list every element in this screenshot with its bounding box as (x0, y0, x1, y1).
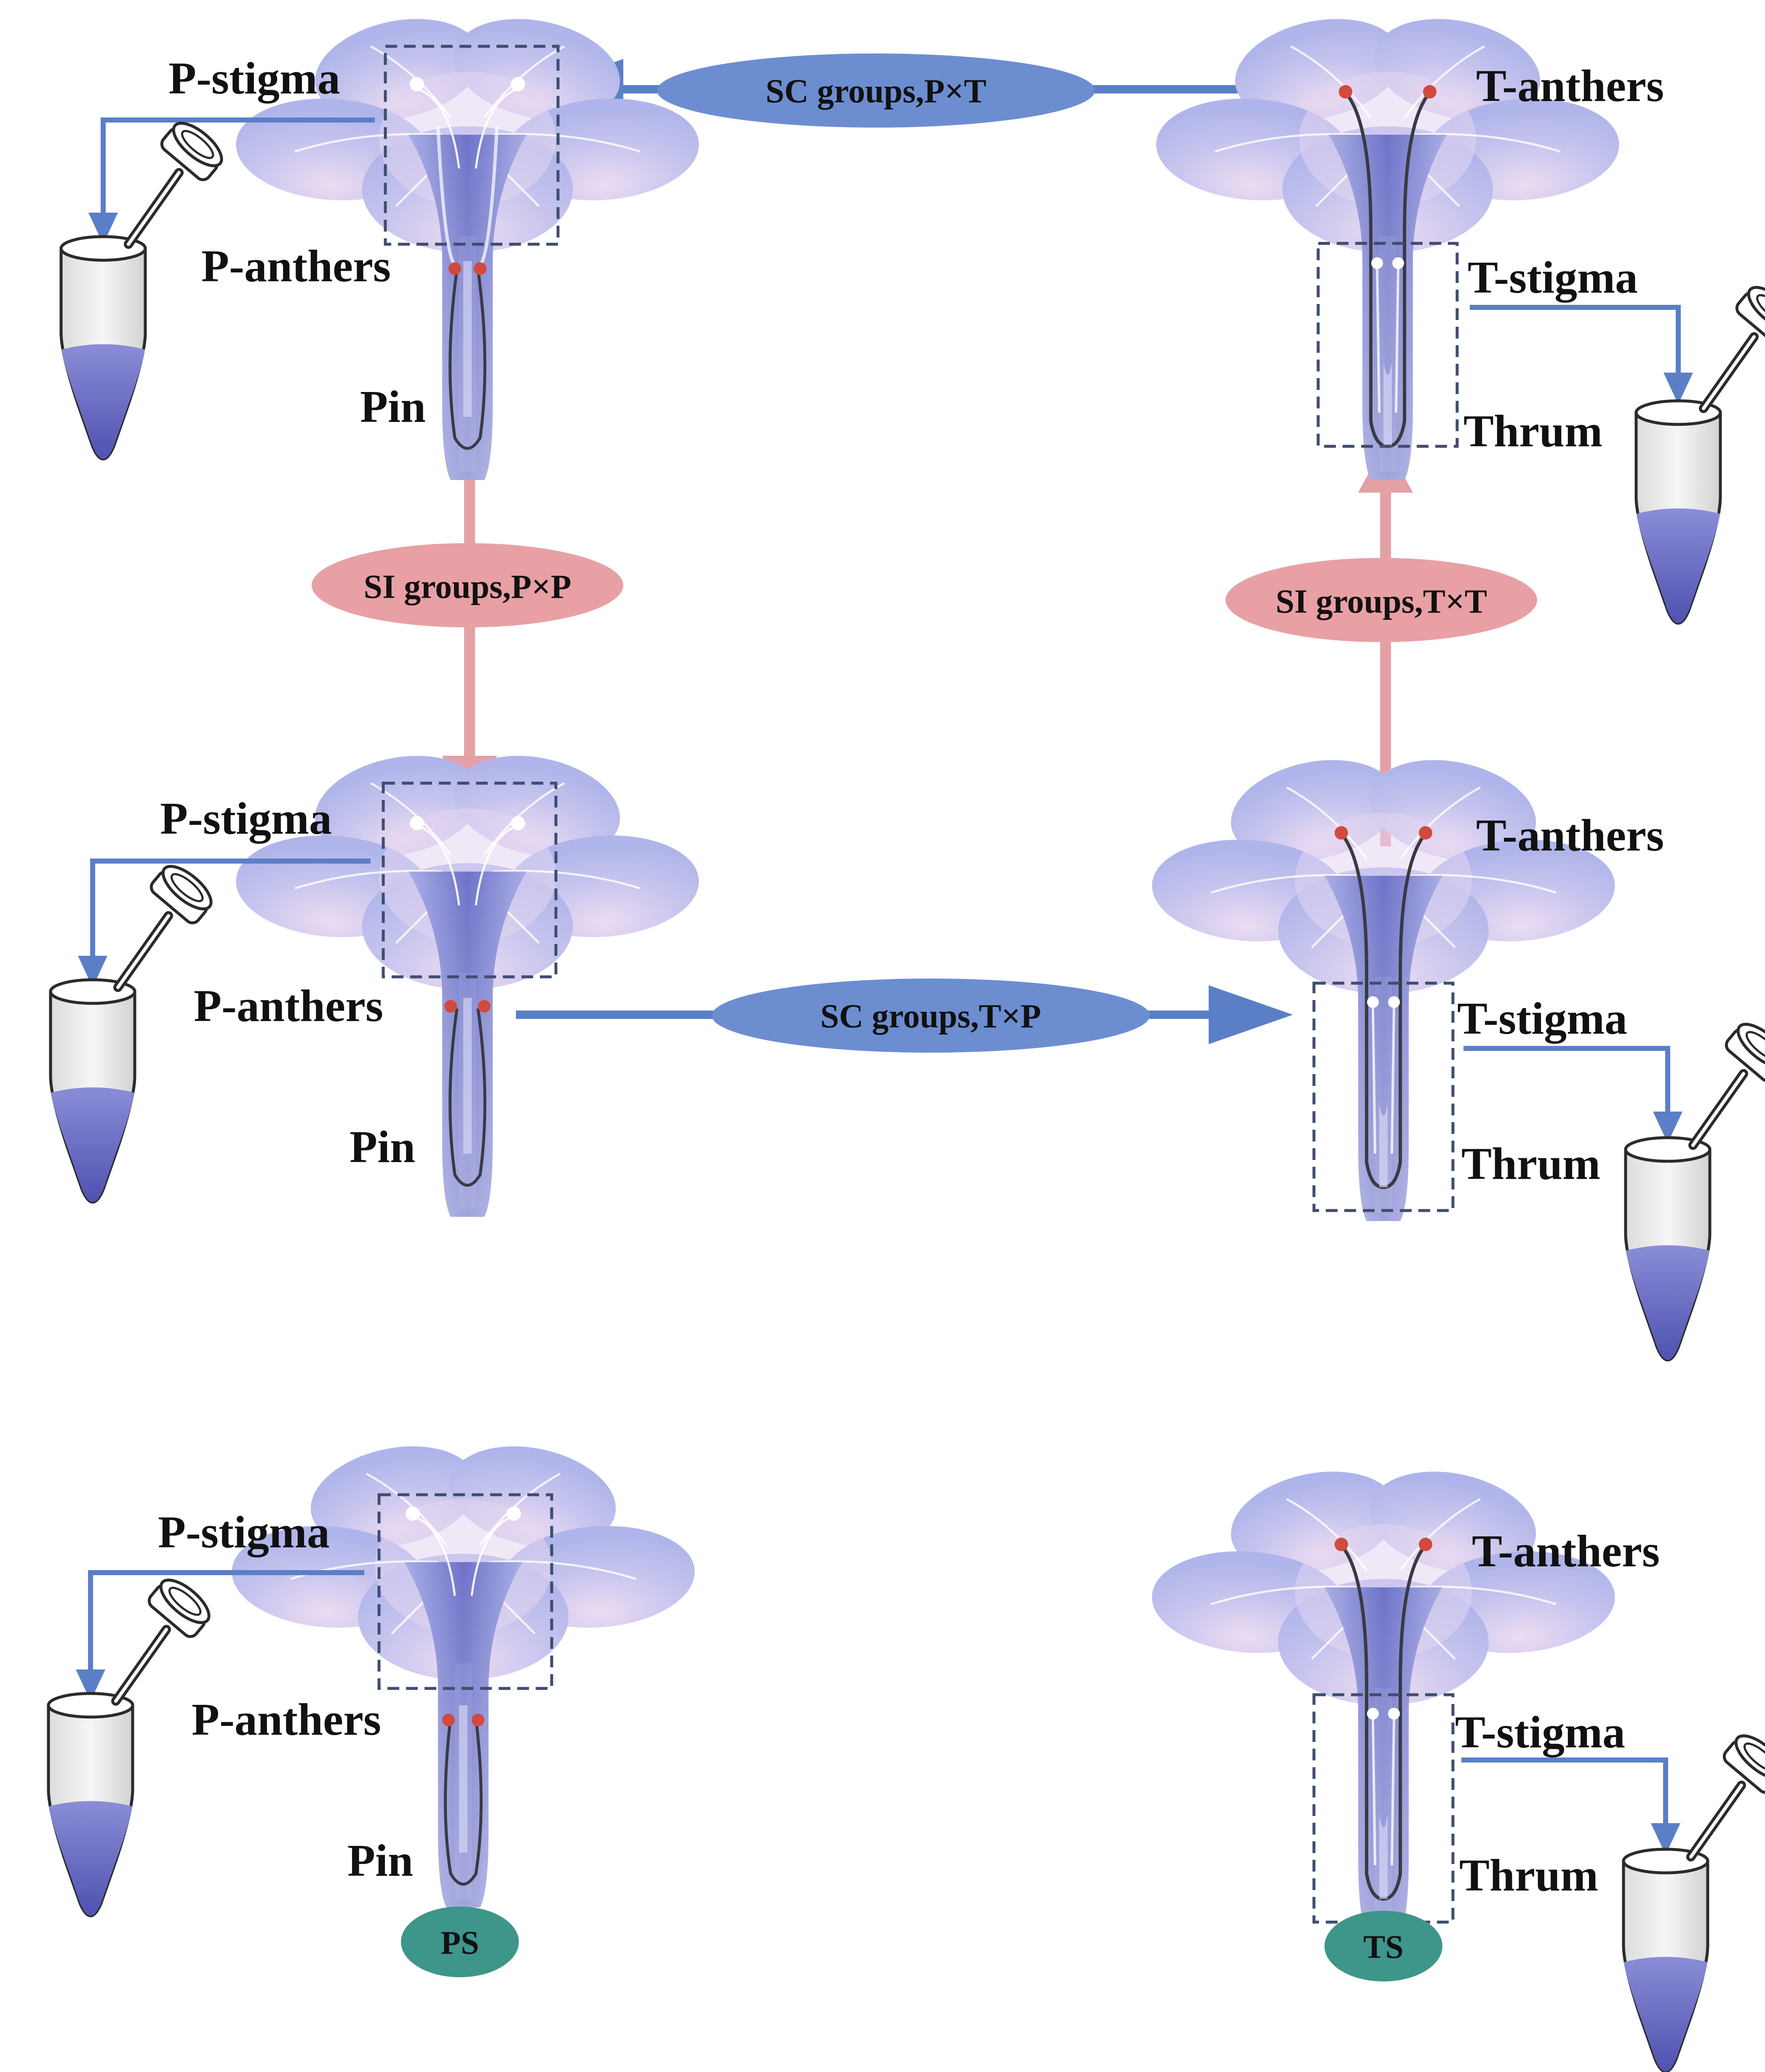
thrum-bottom-stigma-left (1367, 1708, 1379, 1720)
ts-badge: TS (1324, 1911, 1442, 1981)
pin-top-morph-label: Pin (360, 382, 426, 432)
pin-bottom-sample-tube (48, 1573, 216, 1916)
thrum-top-sample-tube (1636, 280, 1765, 623)
thrum-middle-anther-right (1419, 826, 1432, 840)
thrum-middle-stigma-label: T-stigma (1457, 994, 1627, 1044)
thrum-bottom-collection-arrow (1461, 1757, 1680, 1855)
thrum-flower-middle (1148, 746, 1618, 1221)
sc-txp-label: SC groups,T×P (820, 998, 1041, 1035)
thrum-bottom-stigma-label: T-stigma (1455, 1707, 1625, 1757)
thrum-middle-morph-label: Thrum (1461, 1139, 1600, 1189)
thrum-top-stigma-right (1392, 257, 1404, 269)
thrum-bottom-morph-label: Thrum (1459, 1851, 1598, 1901)
pin-top-collection-arrow (88, 117, 375, 244)
si-txt-oval: SI groups,T×T (1226, 558, 1537, 642)
pin-middle-morph-label: Pin (350, 1122, 415, 1172)
pin-bottom-anther-right (472, 1714, 484, 1726)
si-pxp-oval: SI groups,P×P (312, 543, 623, 627)
pin-top-anther-right (474, 262, 486, 275)
si-txt-label: SI groups,T×T (1276, 583, 1487, 620)
pin-middle-sample-tube (51, 859, 218, 1202)
thrum-top-morph-label: Thrum (1463, 406, 1602, 456)
thrum-bottom-anther-left (1335, 1538, 1348, 1551)
pin-flower-bottom (228, 1432, 698, 1907)
pin-top-stigma-left (410, 77, 424, 91)
ps-badge: PS (401, 1907, 519, 1977)
thrum-bottom-sample-tube (1623, 1728, 1765, 2072)
thrum-top-stigma-box (1316, 242, 1459, 448)
pin-flower-top (232, 5, 702, 480)
thrum-middle-stigma-box (1312, 981, 1455, 1212)
thrum-middle-stigma-right (1388, 996, 1400, 1008)
pin-top-stigma-right (511, 77, 525, 91)
thrum-top-stigma-left (1371, 257, 1383, 269)
pin-bottom-stigma-right (507, 1507, 521, 1521)
thrum-flower-top (1153, 5, 1623, 480)
pin-middle-stigma-left (410, 816, 424, 830)
sc-pxt-label: SC groups,P×T (766, 73, 986, 110)
thrum-top-anther-left (1339, 85, 1352, 99)
pin-bottom-stigma-label: P-stigma (158, 1507, 330, 1557)
pin-bottom-anthers-label: P-anthers (192, 1695, 381, 1745)
pin-bottom-morph-label: Pin (347, 1836, 413, 1886)
pin-middle-stigma-box (382, 781, 558, 979)
thrum-bottom-anther-right (1419, 1538, 1432, 1551)
pin-middle-collection-arrow (78, 859, 371, 987)
sc-txp-oval: SC groups,T×P (712, 979, 1150, 1053)
sc-pxt-oval: SC groups,P×T (657, 53, 1095, 128)
thrum-top-stigma-label: T-stigma (1468, 253, 1638, 303)
si-pxp-label: SI groups,P×P (363, 568, 571, 605)
pin-middle-stigma-label: P-stigma (160, 794, 332, 844)
thrum-bottom-stigma-right (1388, 1708, 1400, 1720)
pin-middle-anther-left (444, 1000, 457, 1013)
pin-bottom-stigma-box (377, 1493, 553, 1690)
thrum-top-anther-right (1423, 85, 1437, 99)
thrum-middle-anthers-label: T-anthers (1476, 811, 1664, 861)
pin-middle-stigma-right (511, 816, 525, 830)
thrum-middle-anther-left (1335, 826, 1348, 840)
ps-badge-label: PS (441, 1924, 479, 1961)
thrum-middle-collection-arrow (1463, 1046, 1682, 1143)
thrum-bottom-anthers-label: T-anthers (1472, 1526, 1660, 1576)
thrum-top-anthers-label: T-anthers (1476, 61, 1664, 111)
pin-bottom-collection-arrow (76, 1570, 364, 1701)
pin-top-anthers-label: P-anthers (201, 241, 391, 291)
thrum-middle-stigma-left (1367, 996, 1379, 1008)
pin-bottom-anther-left (442, 1714, 455, 1726)
pin-bottom-stigma-left (406, 1507, 420, 1521)
pin-top-anther-left (449, 262, 461, 275)
thrum-middle-sample-tube (1626, 1017, 1765, 1360)
thrum-top-collection-arrow (1470, 305, 1693, 404)
pin-middle-anther-right (478, 1000, 491, 1013)
pin-top-stigma-label: P-stigma (168, 53, 340, 104)
ts-badge-label: TS (1363, 1928, 1403, 1965)
pin-middle-anthers-label: P-anthers (194, 981, 383, 1031)
pin-flower-middle (232, 741, 702, 1217)
